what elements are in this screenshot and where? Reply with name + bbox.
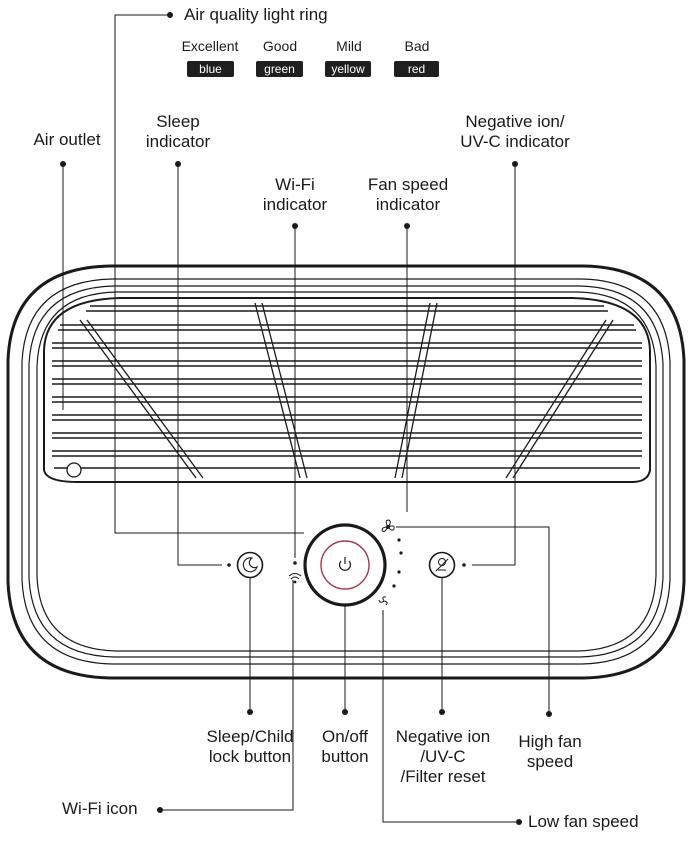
aq-level-good: Good [262, 38, 298, 54]
aq-chip-yellow: yellow [325, 61, 371, 77]
leader-wifi-icon [160, 580, 294, 811]
sleep-button[interactable] [236, 551, 264, 579]
leader-air-quality [114, 14, 304, 534]
leader-high-fan [396, 526, 550, 714]
aq-level-bad: Bad [404, 38, 430, 54]
aq-chip-green: green [256, 61, 303, 77]
negative-ion-button-label: Negative ion/UV-C/Filter reset [395, 727, 491, 786]
aq-level-mild: Mild [336, 38, 362, 54]
aq-level-excellent: Excellent [181, 38, 239, 54]
ion-indicator-dot [462, 563, 466, 567]
purifier-body [6, 264, 686, 680]
wifi-indicator-dot [293, 561, 297, 565]
ion-button[interactable] [428, 551, 456, 579]
power-icon [338, 557, 352, 571]
fan-speed-dots [392, 538, 403, 588]
onoff-button[interactable] [303, 523, 387, 607]
light-sensor [66, 462, 82, 478]
air-outlet-grille [43, 297, 651, 483]
wifi-icon-label: Wi-Fi icon [62, 799, 138, 818]
ion-icon [435, 558, 449, 572]
leader-ion-indicator [472, 164, 516, 566]
low-fan-speed-label: Low fan speed [528, 812, 639, 831]
negative-ion-indicator-label: Negative ion/UV-C indicator [460, 112, 570, 151]
leader-sleep-indicator [177, 164, 222, 566]
leader-dots [60, 12, 552, 825]
air-quality-label: Air quality light ring [184, 5, 328, 24]
fan-low-icon [378, 596, 388, 606]
grille-ribs [79, 302, 614, 479]
leader-low-fan [382, 610, 519, 823]
control-panel [227, 519, 466, 607]
air-outlet-label: Air outlet [33, 130, 101, 149]
wifi-icon [288, 573, 302, 584]
grille-slats [52, 305, 642, 469]
sleep-indicator-dot [227, 563, 231, 567]
aq-chip-blue: blue [187, 61, 234, 77]
leader-lines [62, 14, 550, 823]
moon-icon [242, 557, 258, 573]
fan-high-icon [381, 519, 395, 532]
aq-chip-red: red [394, 61, 439, 77]
